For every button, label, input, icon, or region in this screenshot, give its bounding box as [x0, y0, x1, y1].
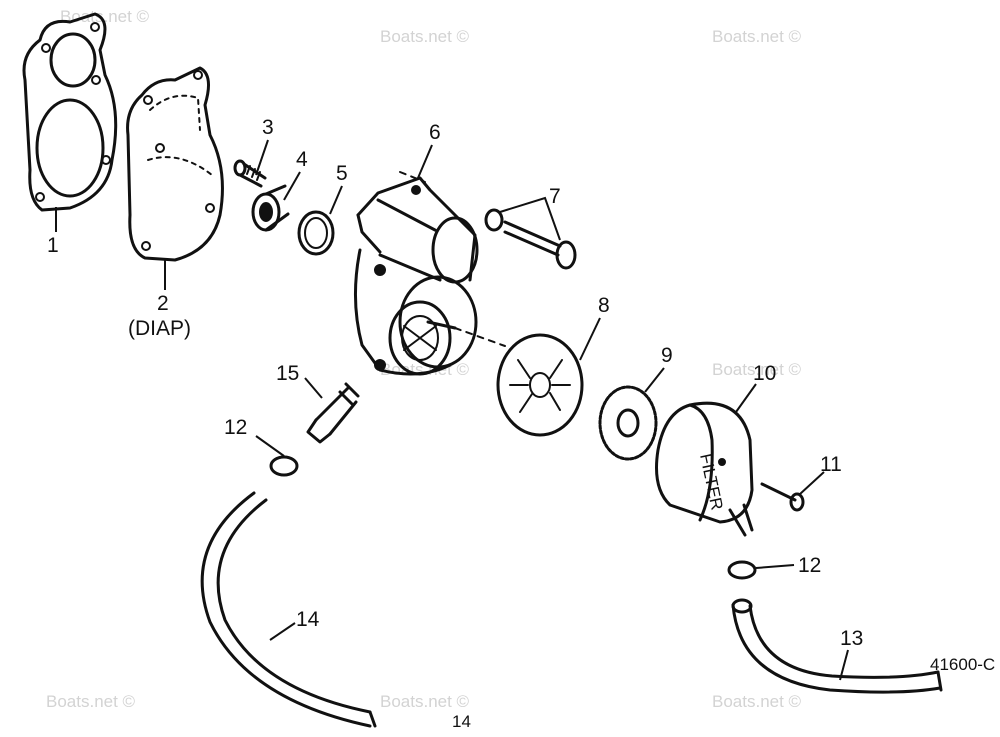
part-6-pump-body — [354, 171, 506, 376]
part-2-diaphragm — [126, 66, 224, 262]
watermark: Boats.net © — [380, 27, 470, 46]
part-14-hose — [200, 491, 377, 728]
part-9-filter-element — [598, 385, 658, 461]
callout-12-right: 12 — [798, 554, 821, 577]
watermark: Boats.net © — [712, 360, 802, 379]
callout-11: 11 — [820, 453, 842, 476]
watermark: Boats.net © — [46, 692, 136, 711]
callout-10: 10 — [753, 362, 776, 385]
callouts: 1 2 (DIAP) 3 4 5 6 7 8 9 10 11 12 12 13 … — [47, 116, 995, 731]
part-1-gasket — [22, 12, 118, 212]
part-11-screw — [760, 482, 805, 512]
callout-2: 2 — [157, 292, 169, 315]
part-8-plate — [496, 333, 584, 437]
callout-2-note: (DIAP) — [128, 317, 191, 340]
part-7-bolt — [484, 208, 577, 270]
part-5-ring — [297, 210, 335, 256]
part-4-valve — [251, 184, 290, 232]
part-15-fitting — [306, 382, 360, 444]
callout-9: 9 — [661, 344, 673, 367]
reference-number: 41600-C — [930, 655, 995, 674]
callout-3: 3 — [262, 116, 274, 139]
callout-14: 14 — [296, 608, 320, 631]
callout-14-bottom: 14 — [452, 712, 471, 731]
part-10-filter-cap: FILTER — [655, 401, 754, 537]
callout-7: 7 — [549, 185, 561, 208]
watermark: Boats.net © — [60, 7, 150, 26]
part-12-clip-right — [727, 560, 757, 580]
watermark: Boats.net © — [712, 692, 802, 711]
callout-5: 5 — [336, 162, 348, 185]
callout-15: 15 — [276, 362, 299, 385]
callout-8: 8 — [598, 294, 610, 317]
part-3-screw — [233, 159, 267, 188]
watermarks: Boats.net © Boats.net © Boats.net © Boat… — [46, 7, 802, 711]
watermark: Boats.net © — [380, 692, 470, 711]
callout-13: 13 — [840, 627, 863, 650]
watermark: Boats.net © — [712, 27, 802, 46]
callout-1: 1 — [47, 234, 59, 257]
leader-lines — [55, 139, 849, 681]
callout-12-left: 12 — [224, 416, 247, 439]
part-12-clip-left — [269, 455, 299, 477]
callout-4: 4 — [296, 148, 308, 171]
callout-6: 6 — [429, 121, 441, 144]
part-13-hose — [731, 598, 943, 694]
